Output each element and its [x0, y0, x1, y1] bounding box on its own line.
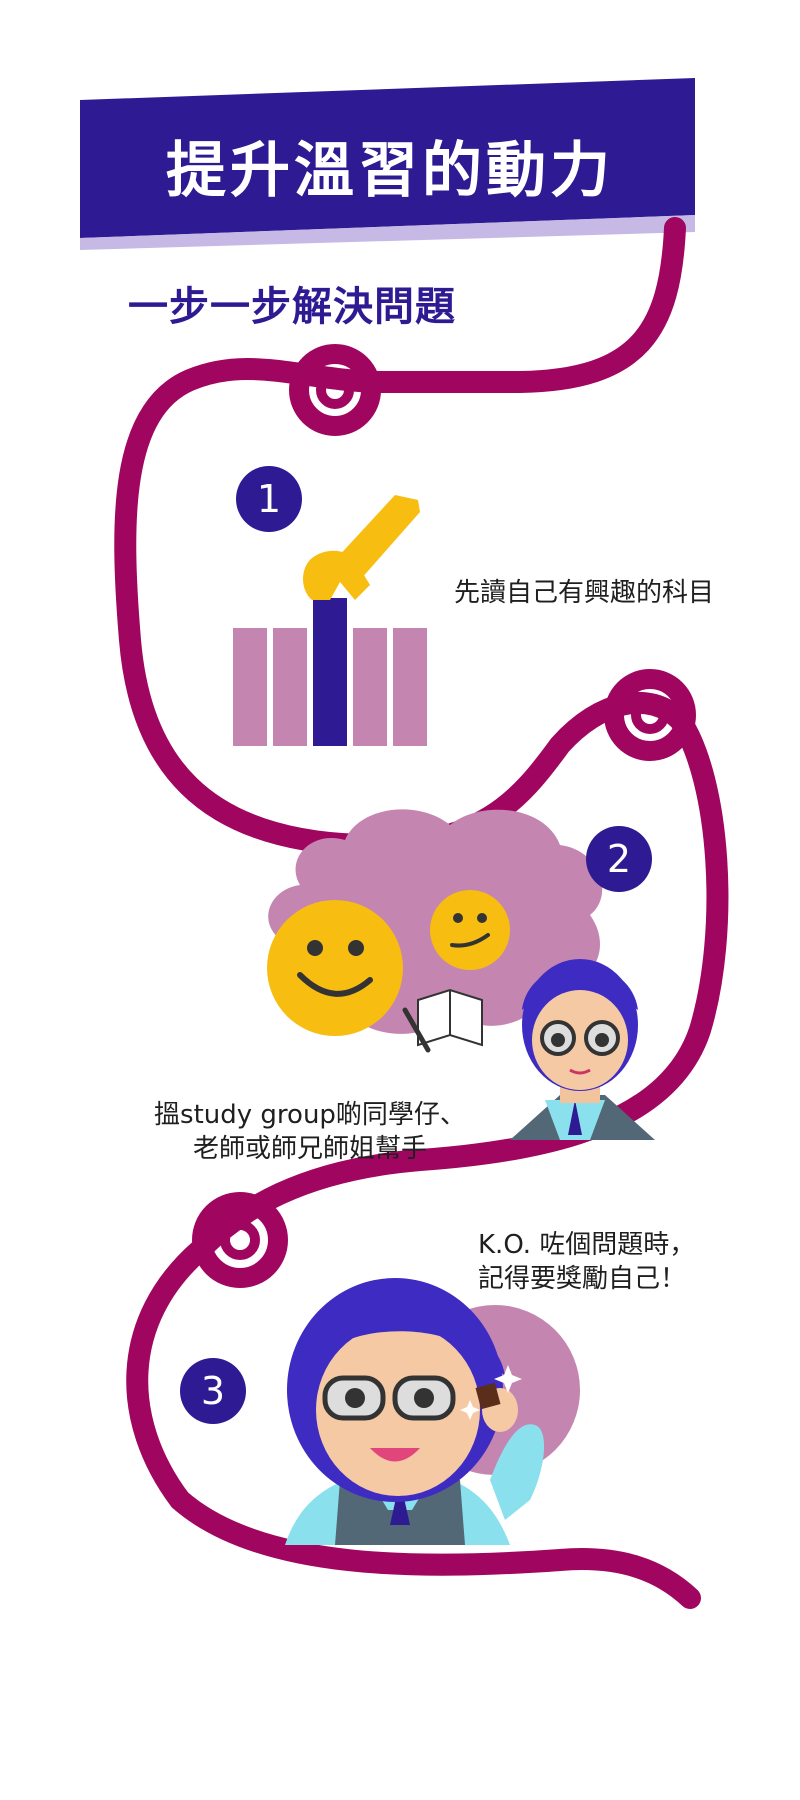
- happy-faces-reading-icon: [267, 809, 603, 1053]
- knot-3: [192, 1192, 288, 1288]
- step-2-badge: 2: [586, 826, 652, 892]
- step-1-badge: 1: [236, 466, 302, 532]
- step-2-line-1: 搵study group啲同學仔、: [154, 1100, 466, 1130]
- step-3-text: K.O. 咗個問題時， 記得要獎勵自己！: [478, 1228, 695, 1296]
- title-banner: [80, 78, 695, 250]
- step-1-text: 先讀自己有興趣的科目: [454, 572, 714, 609]
- books-pick-icon: [233, 495, 427, 746]
- student-with-chocolate-icon: [285, 1278, 580, 1545]
- step-2-line-2: 老師或師兄師姐幫手: [192, 1134, 427, 1164]
- step-2-text: 搵study group啲同學仔、 老師或師兄師姐幫手: [130, 1098, 490, 1166]
- step-1-line-1: 先讀自己有興趣的科目: [454, 578, 715, 608]
- step-3-line-1: K.O. 咗個問題時，: [478, 1230, 696, 1260]
- knot-1: [289, 344, 381, 436]
- step-3-line-2: 記得要獎勵自己！: [478, 1264, 687, 1294]
- knot-2: [604, 669, 696, 761]
- page-title: 提升溫習的動力: [166, 135, 614, 206]
- step-3-badge: 3: [180, 1358, 246, 1424]
- student-2-icon: [510, 959, 655, 1140]
- page-subtitle: 一步一步解決問題: [128, 284, 456, 330]
